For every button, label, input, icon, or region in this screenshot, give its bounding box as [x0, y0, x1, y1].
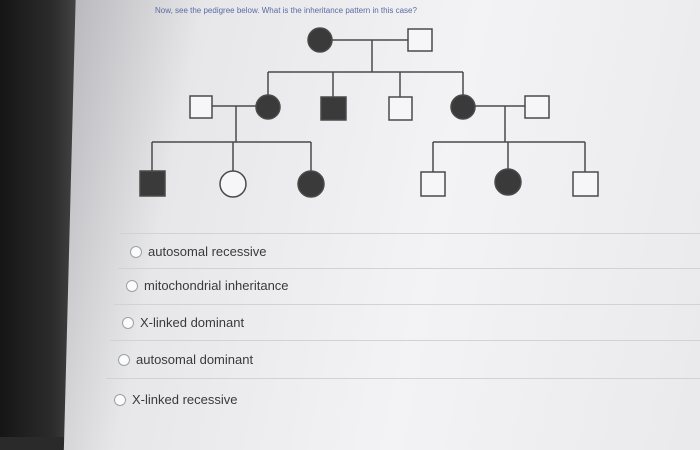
radio-button[interactable] — [122, 316, 134, 329]
option-label: autosomal recessive — [148, 244, 267, 259]
question-text: Now, see the pedigree below. What is the… — [155, 6, 417, 15]
radio-button[interactable] — [118, 353, 130, 366]
divider — [118, 268, 700, 269]
radio-button[interactable] — [126, 279, 138, 292]
affected-female-symbol — [450, 94, 476, 120]
unaffected-male-symbol — [524, 95, 550, 119]
answer-option-autosomal-recessive[interactable]: autosomal recessive — [130, 244, 267, 259]
affected-male-symbol — [320, 96, 347, 121]
option-label: mitochondrial inheritance — [144, 278, 289, 293]
answer-option-autosomal-dominant[interactable]: autosomal dominant — [118, 352, 253, 367]
divider — [110, 340, 700, 341]
quiz-question-panel: Now, see the pedigree below. What is the… — [106, 6, 700, 407]
divider — [120, 233, 700, 234]
option-label: X-linked recessive — [132, 392, 238, 407]
pedigree-lines — [151, 39, 586, 172]
affected-male-symbol — [139, 170, 166, 197]
pedigree-symbols — [139, 27, 599, 198]
affected-female-symbol — [255, 94, 281, 120]
option-label: autosomal dominant — [136, 352, 254, 367]
unaffected-male-symbol — [388, 96, 413, 121]
divider — [106, 378, 700, 379]
unaffected-male-symbol — [420, 171, 446, 197]
radio-button[interactable] — [130, 245, 142, 258]
pedigree-chart — [139, 27, 599, 198]
affected-female-symbol — [494, 168, 522, 196]
unaffected-male-symbol — [572, 171, 599, 197]
affected-female-symbol — [307, 27, 333, 53]
radio-button[interactable] — [114, 393, 126, 406]
answer-option-x-linked-dominant[interactable]: X-linked dominant — [122, 315, 244, 330]
divider — [114, 304, 700, 305]
unaffected-male-symbol — [407, 28, 433, 52]
unaffected-male-symbol — [189, 95, 213, 119]
answer-option-mitochondrial-inheritance[interactable]: mitochondrial inheritance — [126, 278, 289, 293]
unaffected-female-symbol — [219, 170, 247, 198]
answer-option-x-linked-recessive[interactable]: X-linked recessive — [114, 392, 238, 407]
affected-female-symbol — [297, 170, 325, 198]
option-label: X-linked dominant — [140, 315, 245, 330]
